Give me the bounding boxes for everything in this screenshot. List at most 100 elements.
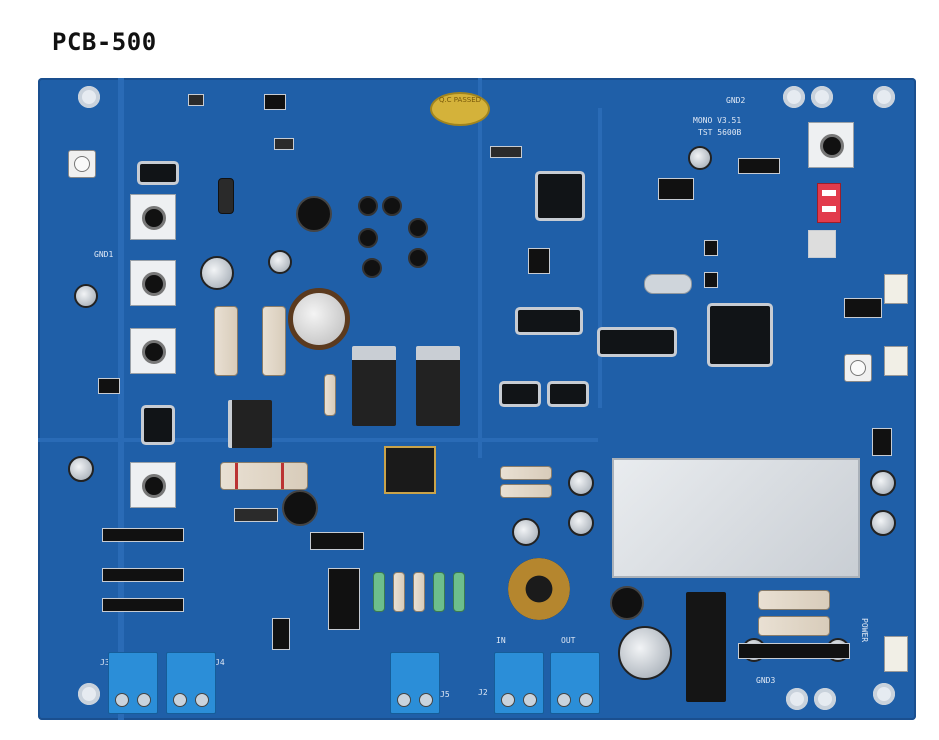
axial-resistor [324,374,336,416]
smd-component [188,94,204,106]
audio-socket [130,328,176,374]
smd-component [658,178,694,200]
power-resistor [758,616,830,636]
axial-resistor [453,572,465,612]
smd-component [102,568,184,582]
electrolytic-capacitor [870,470,896,496]
axial-resistor [413,572,425,612]
electrolytic-capacitor [268,250,292,274]
smd-component [704,272,718,288]
soic-chip [140,164,176,182]
silkscreen-j4: J4 [215,658,225,667]
smd-component [102,598,184,612]
jst-connector [884,636,908,672]
silkscreen-power: POWER [860,618,869,643]
electrolytic-capacitor [870,510,896,536]
silkscreen-gnd1: GND1 [94,250,114,259]
crystal-oscillator [644,274,692,294]
qc-passed-seal: Q.C PASSED [430,92,490,126]
trace [478,78,482,458]
pcb-board: Q.C PASSED GND1 GND2 GND3 MONO V3.51 TST… [38,78,916,720]
dip-switch [817,183,841,223]
smd-component [704,240,718,256]
jst-connector [884,274,908,304]
smd-component [98,378,120,394]
trace [598,108,602,408]
screw-terminal-j5 [390,652,440,714]
power-resistor [262,306,286,376]
electrolytic-capacitor [688,146,712,170]
mounting-hole [811,86,833,108]
electrolytic-capacitor [568,470,594,496]
soic-chip [600,330,674,354]
mounting-hole [78,86,100,108]
black-capacitor [296,196,332,232]
power-resistor [500,466,552,480]
electrolytic-capacitor [618,626,672,680]
axial-resistor [393,572,405,612]
smd-component [272,618,290,650]
trim-potentiometer [68,150,96,178]
silkscreen-j2: J2 [478,688,488,697]
rf-shield-can [612,458,860,578]
screw-terminal-in [494,652,544,714]
electrolytic-capacitor [200,256,234,290]
soic-chip [144,408,172,442]
screw-terminal-j4 [166,652,216,714]
qfp-microcontroller [710,306,770,364]
pin-header [328,568,360,630]
axial-resistor [373,572,385,612]
black-capacitor [358,196,378,216]
black-capacitor [362,258,382,278]
smd-component [234,508,278,522]
soic-chip [502,384,538,404]
silkscreen-gnd2: GND2 [726,96,746,105]
diode [218,178,234,214]
toroid-inductor [508,558,570,620]
mounting-hole [814,688,836,710]
jumper-header [872,428,892,456]
image-caption: PCB-500 [52,28,157,56]
smd-component [490,146,522,158]
silkscreen-out: OUT [561,636,576,645]
black-capacitor [358,228,378,248]
power-resistor [214,306,238,376]
voltage-regulator [416,346,460,426]
mounting-hole [873,86,895,108]
tactile-button [808,230,836,258]
electrolytic-capacitor [288,288,350,350]
axial-resistor [433,572,445,612]
transformer [384,446,436,494]
black-capacitor [610,586,644,620]
power-resistor [220,462,308,490]
power-resistor [758,590,830,610]
qfp-microcontroller [538,174,582,218]
voltage-regulator [352,346,396,426]
electrolytic-capacitor [568,510,594,536]
trace [38,438,598,442]
black-capacitor [282,490,318,526]
silkscreen-in: IN [496,636,506,645]
electrolytic-capacitor [512,518,540,546]
audio-socket [130,194,176,240]
black-capacitor [408,218,428,238]
trace [118,78,124,720]
relay [686,592,726,702]
electrolytic-capacitor [68,456,94,482]
electrolytic-capacitor [74,284,98,308]
mounting-hole [786,688,808,710]
voltage-regulator [228,400,272,448]
silkscreen-j5: J5 [440,690,450,699]
screw-terminal-out [550,652,600,714]
pin-header [310,532,364,550]
soic-chip [518,310,580,332]
silkscreen-mono: MONO V3.51 [693,116,742,125]
audio-socket [130,260,176,306]
mounting-hole [873,683,895,705]
smd-component [264,94,286,110]
smd-component [528,248,550,274]
screw-terminal-j3 [108,652,158,714]
jst-connector [884,346,908,376]
mounting-hole [78,683,100,705]
black-capacitor [408,248,428,268]
